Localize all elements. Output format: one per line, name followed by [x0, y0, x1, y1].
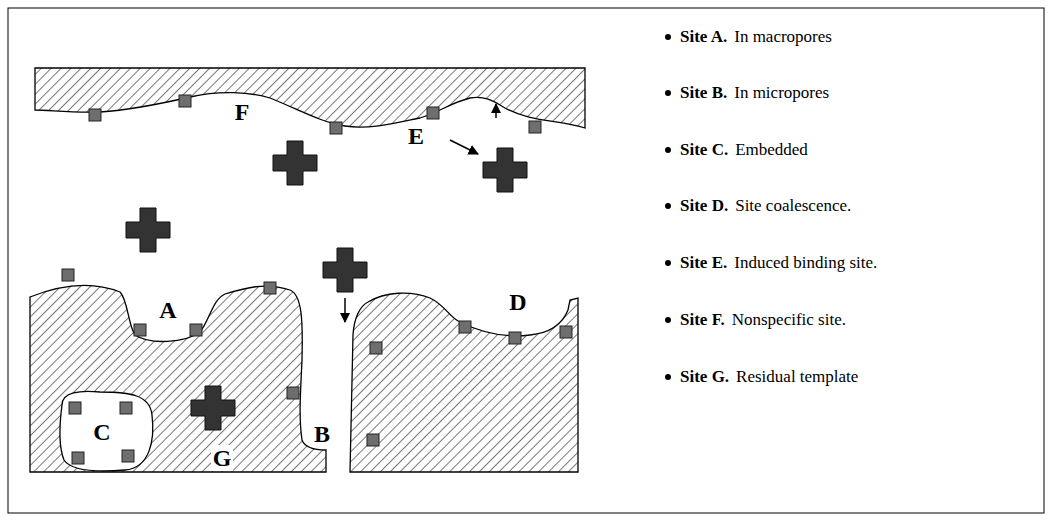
site-letter: A	[157, 297, 178, 323]
site-heading: Site C.	[680, 140, 728, 160]
site-heading: Site G.	[680, 367, 729, 387]
site-heading: Site F.	[680, 310, 725, 330]
site-description: In micropores	[734, 83, 829, 103]
motion-arrows	[345, 104, 496, 322]
site-description: Site coalescence.	[735, 196, 851, 216]
site-description: Nonspecific site.	[732, 310, 846, 330]
site-letter: B	[312, 421, 332, 447]
site-letter: C	[91, 419, 112, 445]
site-description: Residual template	[736, 367, 858, 387]
binding-sites	[62, 95, 572, 464]
site-letter: E	[406, 123, 426, 149]
polymer-band	[35, 68, 585, 128]
site-letter: D	[507, 289, 528, 315]
embedded-cavity	[60, 391, 153, 471]
site-heading: Site D.	[680, 196, 728, 216]
polymer-block	[30, 285, 326, 472]
polymer-block	[350, 293, 578, 472]
site-description: In macropores	[734, 27, 832, 47]
site-heading: Site E.	[680, 253, 727, 273]
site-description: Embedded	[735, 140, 808, 160]
site-heading: Site B.	[680, 83, 727, 103]
site-letter: F	[233, 99, 252, 125]
template-molecules	[126, 141, 527, 430]
site-letter: G	[211, 445, 234, 471]
frame	[8, 8, 1044, 513]
site-heading: Site A.	[680, 27, 727, 47]
site-description: Induced binding site.	[734, 253, 877, 273]
list-bullets	[665, 34, 671, 380]
